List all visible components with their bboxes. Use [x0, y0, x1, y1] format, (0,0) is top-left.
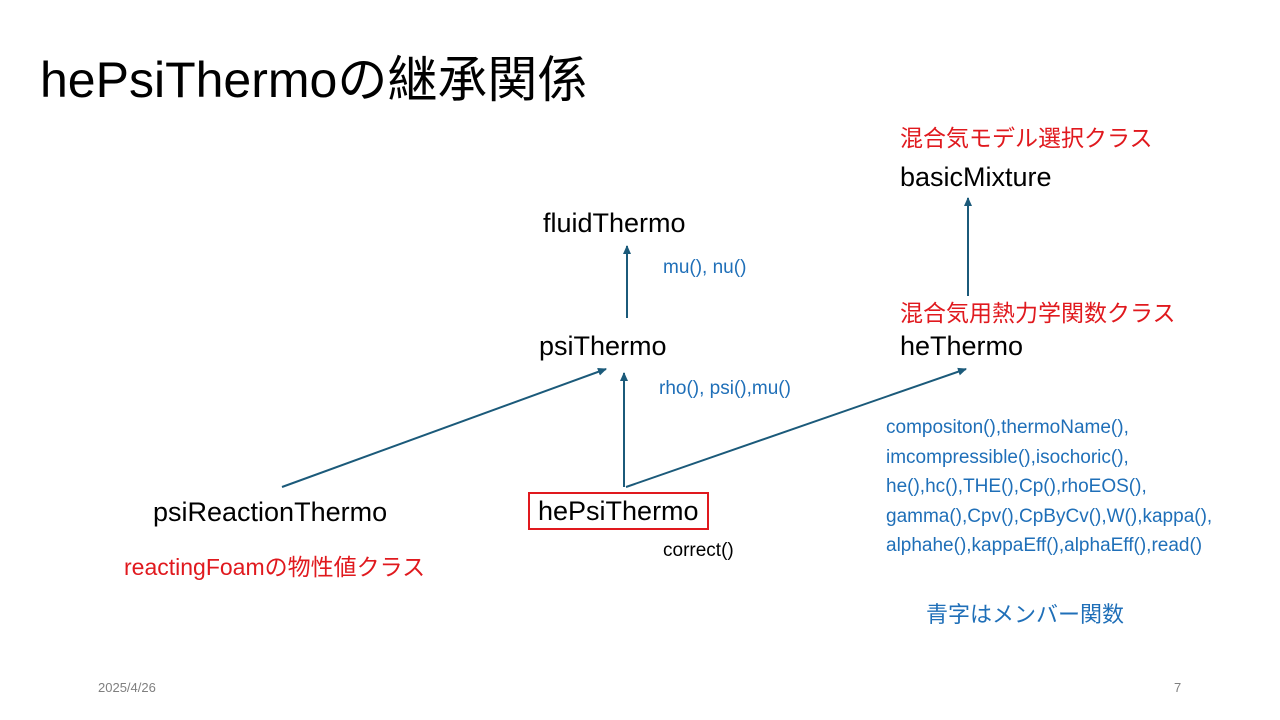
class-hethermo: heThermo: [900, 331, 1024, 361]
slide-number: 7: [1174, 680, 1182, 695]
hethermo-member-line: imcompressible(),isochoric(),: [886, 446, 1129, 468]
he-thermo-description: 混合気用熱力学関数クラス: [900, 300, 1176, 326]
psi-reaction-thermo-description: reactingFoamの物性値クラス: [124, 554, 426, 580]
basic-mixture-description: 混合気モデル選択クラス: [900, 125, 1153, 151]
class-hepsithermo: hePsiThermo: [528, 492, 709, 530]
hethermo-member-line: compositon(),thermoName(),: [886, 417, 1129, 438]
hepsithermo-members: correct(): [663, 540, 734, 561]
slide-title: hePsiThermoの継承関係: [40, 52, 588, 108]
psithermo-members: rho(), psi(),mu(): [659, 378, 791, 399]
class-psithermo: psiThermo: [539, 331, 667, 361]
class-basicmixture: basicMixture: [900, 162, 1052, 192]
hethermo-member-line: alphahe(),kappaEff(),alphaEff(),read(): [886, 535, 1203, 556]
arrow-hepsi-to-hethermo: [625, 367, 967, 488]
class-psireactionthermo: psiReactionThermo: [153, 497, 388, 527]
slide-date: 2025/4/26: [98, 680, 156, 695]
legend-note: 青字はメンバー関数: [926, 602, 1125, 627]
arrow-psireaction-to-psi: [281, 367, 607, 488]
hethermo-member-line: he(),hc(),THE(),Cp(),rhoEOS(),: [886, 476, 1147, 497]
hethermo-member-line: gamma(),Cpv(),CpByCv(),W(),kappa(),: [886, 505, 1213, 527]
class-fluidthermo: fluidThermo: [543, 208, 686, 238]
fluidthermo-members: mu(), nu(): [663, 257, 747, 278]
hethermo-members: compositon(),thermoName(), imcompressibl…: [886, 413, 1212, 561]
